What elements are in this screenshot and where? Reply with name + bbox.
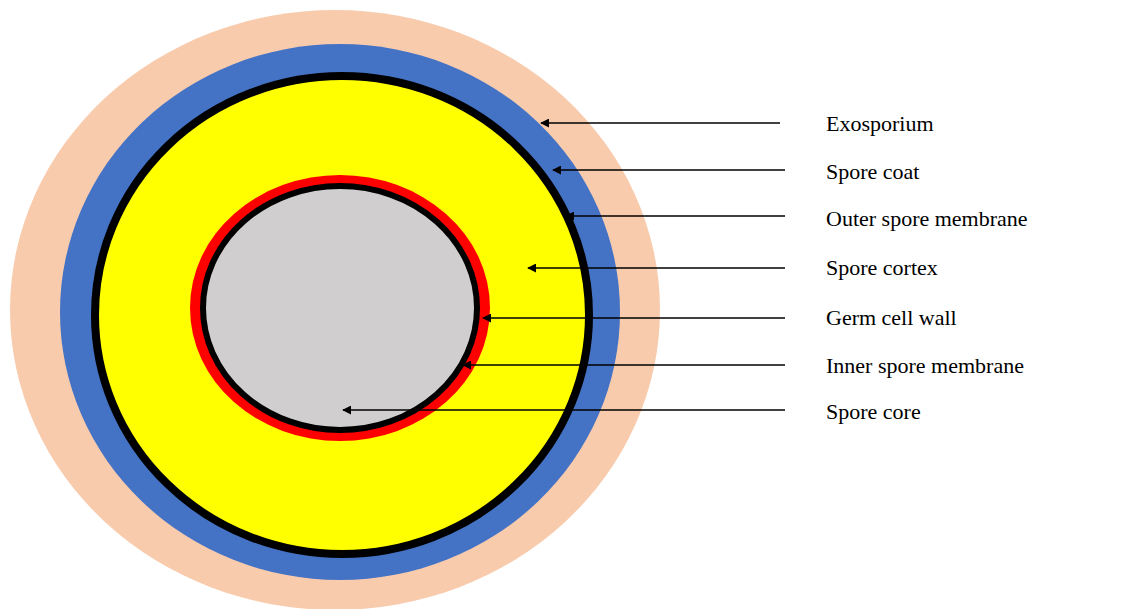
germ-cell-wall-ring [190, 175, 490, 441]
part-label: Spore cortex [826, 255, 938, 281]
part-label: Spore core [826, 399, 921, 425]
leader-lines [343, 123, 785, 410]
inner-membrane-ring [203, 186, 477, 430]
spore-coat-layer [60, 44, 620, 580]
part-label: Inner spore membrane [826, 353, 1024, 379]
outer-membrane-ring [95, 76, 589, 554]
exosporium-layer [10, 10, 660, 609]
part-label: Germ cell wall [826, 305, 957, 331]
part-label: Exosporium [826, 111, 934, 137]
part-label: Outer spore membrane [826, 206, 1028, 232]
part-label: Spore coat [826, 159, 919, 185]
